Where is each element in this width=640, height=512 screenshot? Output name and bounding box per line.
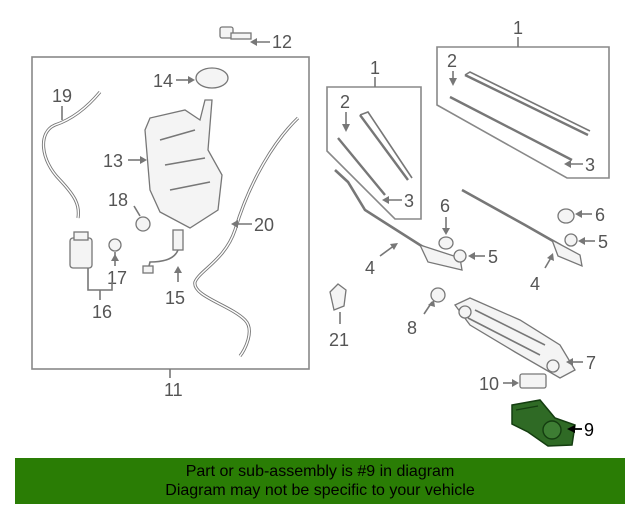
hose-part-19[interactable] bbox=[41, 90, 102, 219]
pump-part-16[interactable] bbox=[69, 237, 93, 269]
callout-12[interactable]: 12 bbox=[272, 32, 292, 52]
callout-6-left[interactable]: 6 bbox=[440, 196, 450, 216]
banner-line-1: Part or sub-assembly is #9 in diagram bbox=[185, 463, 455, 480]
wiper-arm-right[interactable] bbox=[461, 188, 583, 268]
bolt-part-12[interactable] bbox=[219, 26, 252, 40]
blade-set-box-left bbox=[326, 86, 422, 220]
grommet-part-8[interactable] bbox=[430, 287, 446, 303]
wiper-motor-part-9[interactable] bbox=[511, 399, 576, 447]
banner-line-2: Diagram may not be specific to your vehi… bbox=[165, 482, 475, 499]
callout-14[interactable]: 14 bbox=[153, 71, 173, 91]
callout-2-left[interactable]: 2 bbox=[340, 92, 350, 112]
callout-19[interactable]: 19 bbox=[52, 86, 72, 106]
callout-4-left[interactable]: 4 bbox=[365, 258, 375, 278]
sensor-part-15[interactable] bbox=[142, 229, 184, 274]
grommet-part-17[interactable] bbox=[108, 238, 122, 252]
callout-18[interactable]: 18 bbox=[108, 190, 128, 210]
cap-part-6-right[interactable] bbox=[557, 208, 575, 224]
grommet-part-18[interactable] bbox=[135, 216, 151, 232]
callout-2-right[interactable]: 2 bbox=[447, 51, 457, 71]
callout-6-right[interactable]: 6 bbox=[595, 205, 605, 225]
callout-15[interactable]: 15 bbox=[165, 288, 185, 308]
wiper-blade-right[interactable] bbox=[449, 71, 591, 162]
callout-5-right[interactable]: 5 bbox=[598, 232, 608, 252]
blade-set-box-right bbox=[436, 46, 610, 179]
nut-part-5-right[interactable] bbox=[564, 233, 578, 247]
callout-10[interactable]: 10 bbox=[479, 374, 499, 394]
wiper-linkage-part-7[interactable] bbox=[453, 297, 576, 379]
callout-3-right[interactable]: 3 bbox=[585, 155, 595, 175]
callout-8[interactable]: 8 bbox=[407, 318, 417, 338]
callout-9[interactable]: 9 bbox=[584, 420, 594, 440]
info-banner: Part or sub-assembly is #9 in diagram Di… bbox=[15, 458, 625, 504]
callout-21[interactable]: 21 bbox=[329, 330, 349, 350]
callout-16[interactable]: 16 bbox=[92, 302, 112, 322]
callout-13[interactable]: 13 bbox=[103, 151, 123, 171]
callout-5-left[interactable]: 5 bbox=[488, 247, 498, 267]
nut-part-5-left[interactable] bbox=[453, 249, 467, 263]
callout-1-left[interactable]: 1 bbox=[370, 58, 380, 78]
cap-part-6-left[interactable] bbox=[438, 236, 454, 250]
callout-20[interactable]: 20 bbox=[254, 215, 274, 235]
cap-part-14[interactable] bbox=[195, 67, 229, 89]
callout-1-right[interactable]: 1 bbox=[513, 18, 523, 38]
callout-7[interactable]: 7 bbox=[586, 353, 596, 373]
bracket-part-10[interactable] bbox=[519, 373, 547, 389]
wiper-arm-left[interactable] bbox=[334, 169, 463, 271]
parts-diagram: 11 12 14 13 19 18 17 16 15 bbox=[31, 18, 610, 447]
callout-11[interactable]: 11 bbox=[164, 380, 183, 400]
callout-3-left[interactable]: 3 bbox=[404, 191, 414, 211]
callout-4-right[interactable]: 4 bbox=[530, 274, 540, 294]
wiper-blade-left[interactable] bbox=[337, 111, 413, 196]
clip-part-21[interactable] bbox=[329, 283, 347, 311]
callout-17[interactable]: 17 bbox=[107, 268, 127, 288]
reservoir-tank-part-13[interactable] bbox=[144, 99, 223, 229]
